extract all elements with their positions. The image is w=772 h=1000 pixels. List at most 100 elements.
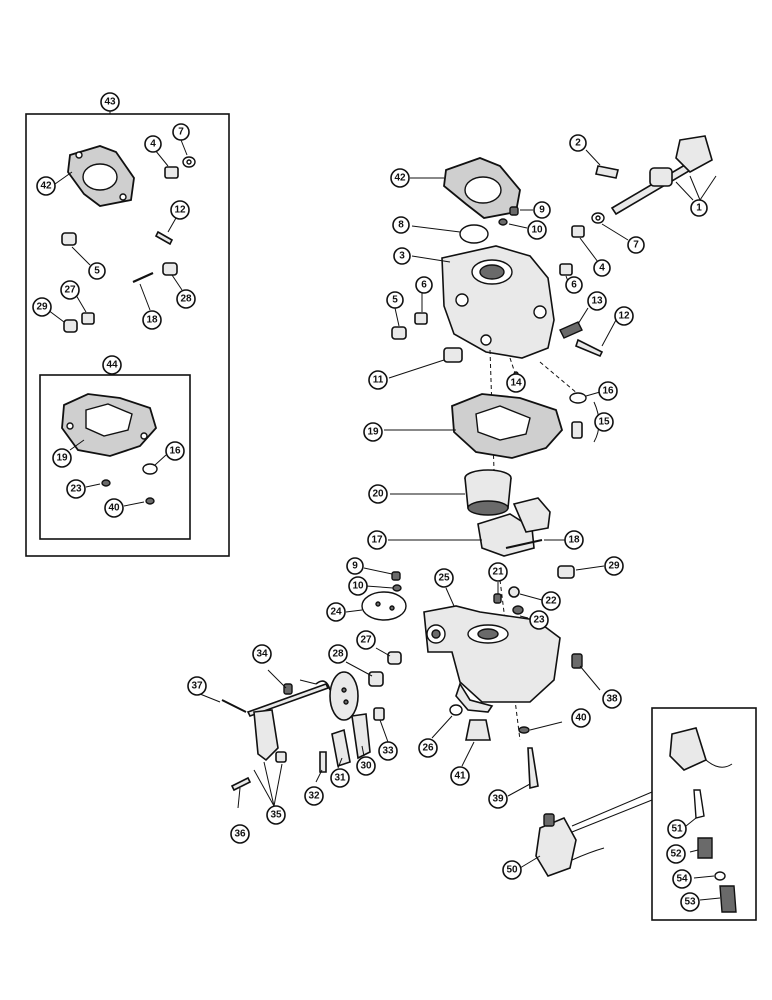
svg-text:12: 12 bbox=[174, 205, 186, 216]
callout-13: 13 bbox=[587, 291, 607, 311]
svg-text:3: 3 bbox=[399, 251, 405, 262]
svg-text:22: 22 bbox=[545, 596, 557, 607]
callout-9: 9 bbox=[533, 201, 551, 219]
callout-32: 32 bbox=[304, 786, 324, 806]
svg-text:24: 24 bbox=[330, 607, 342, 618]
callout-12-inset: 12 bbox=[170, 200, 190, 220]
callout-9b: 9 bbox=[346, 557, 364, 575]
callout-23-inset: 23 bbox=[66, 479, 86, 499]
callout-33: 33 bbox=[378, 741, 398, 761]
fuel-shutoff-solenoid bbox=[535, 816, 577, 877]
callout-24: 24 bbox=[326, 602, 346, 622]
callout-27: 27 bbox=[356, 630, 376, 650]
callout-labels: 43 44 42 4 7 12 5 27 28 18 29 19 16 23 4… bbox=[32, 92, 708, 912]
svg-text:44: 44 bbox=[106, 360, 118, 371]
callout-42: 42 bbox=[390, 168, 410, 188]
callout-18-inset: 18 bbox=[142, 310, 162, 330]
svg-text:40: 40 bbox=[108, 503, 120, 514]
svg-text:13: 13 bbox=[591, 296, 603, 307]
svg-text:26: 26 bbox=[422, 743, 434, 754]
callout-34: 34 bbox=[252, 644, 272, 664]
svg-text:7: 7 bbox=[633, 240, 639, 251]
callout-10: 10 bbox=[527, 220, 547, 240]
callout-10b: 10 bbox=[348, 576, 368, 596]
svg-text:27: 27 bbox=[64, 285, 76, 296]
throttle-body bbox=[441, 245, 555, 359]
svg-text:12: 12 bbox=[618, 311, 630, 322]
throttle-lever bbox=[253, 709, 279, 762]
callout-50: 50 bbox=[502, 860, 522, 880]
callout-19-inset: 19 bbox=[52, 448, 72, 468]
svg-text:38: 38 bbox=[606, 694, 618, 705]
svg-text:41: 41 bbox=[454, 771, 466, 782]
callout-7-inset: 7 bbox=[172, 123, 190, 141]
svg-text:28: 28 bbox=[332, 649, 344, 660]
svg-text:1: 1 bbox=[696, 203, 702, 214]
svg-text:16: 16 bbox=[602, 386, 614, 397]
svg-text:33: 33 bbox=[382, 746, 394, 757]
svg-text:25: 25 bbox=[438, 573, 450, 584]
svg-text:31: 31 bbox=[334, 773, 346, 784]
svg-text:32: 32 bbox=[308, 791, 320, 802]
callout-53: 53 bbox=[680, 892, 700, 912]
svg-text:10: 10 bbox=[352, 581, 364, 592]
callout-29-inset: 29 bbox=[32, 297, 52, 317]
callout-40-inset: 40 bbox=[104, 498, 124, 518]
callout-23: 23 bbox=[529, 610, 549, 630]
callout-7: 7 bbox=[627, 236, 645, 254]
callout-6: 6 bbox=[415, 276, 433, 294]
svg-text:43: 43 bbox=[104, 97, 116, 108]
svg-text:18: 18 bbox=[568, 535, 580, 546]
svg-text:17: 17 bbox=[371, 535, 383, 546]
svg-text:20: 20 bbox=[372, 489, 384, 500]
callout-15: 15 bbox=[594, 412, 614, 432]
callout-1: 1 bbox=[690, 199, 708, 217]
callout-42-inset: 42 bbox=[36, 176, 56, 196]
callout-4: 4 bbox=[593, 259, 611, 277]
callout-51: 51 bbox=[667, 819, 687, 839]
svg-text:6: 6 bbox=[571, 280, 577, 291]
callout-26: 26 bbox=[418, 738, 438, 758]
callout-30: 30 bbox=[356, 756, 376, 776]
svg-text:14: 14 bbox=[510, 378, 522, 389]
svg-text:42: 42 bbox=[40, 181, 52, 192]
svg-text:52: 52 bbox=[670, 849, 682, 860]
kit-inset-43 bbox=[25, 110, 230, 557]
svg-text:2: 2 bbox=[575, 138, 581, 149]
svg-text:19: 19 bbox=[367, 427, 379, 438]
svg-text:11: 11 bbox=[373, 375, 384, 386]
svg-text:39: 39 bbox=[492, 794, 504, 805]
svg-text:37: 37 bbox=[191, 681, 203, 692]
callout-36: 36 bbox=[230, 824, 250, 844]
svg-text:5: 5 bbox=[392, 295, 398, 306]
svg-text:27: 27 bbox=[360, 635, 372, 646]
callout-16: 16 bbox=[598, 381, 618, 401]
callout-31: 31 bbox=[330, 768, 350, 788]
svg-text:54: 54 bbox=[676, 874, 688, 885]
solenoid-detail-inset bbox=[651, 707, 757, 921]
callout-43: 43 bbox=[100, 92, 120, 112]
throttle-plate bbox=[329, 671, 359, 721]
callout-35: 35 bbox=[266, 805, 286, 825]
svg-text:18: 18 bbox=[146, 315, 158, 326]
svg-text:23: 23 bbox=[70, 484, 82, 495]
svg-text:29: 29 bbox=[608, 561, 620, 572]
callout-28: 28 bbox=[328, 644, 348, 664]
callout-44: 44 bbox=[102, 355, 122, 375]
callout-2: 2 bbox=[569, 134, 587, 152]
callout-11: 11 bbox=[368, 370, 388, 390]
svg-text:28: 28 bbox=[180, 294, 192, 305]
callout-8: 8 bbox=[392, 216, 410, 234]
svg-text:16: 16 bbox=[169, 446, 181, 457]
callout-17: 17 bbox=[367, 530, 387, 550]
svg-text:9: 9 bbox=[539, 205, 545, 216]
svg-text:30: 30 bbox=[360, 761, 372, 772]
callout-27-inset: 27 bbox=[60, 280, 80, 300]
main-assembly bbox=[199, 135, 757, 921]
svg-text:5: 5 bbox=[94, 266, 100, 277]
callout-21: 21 bbox=[488, 562, 508, 582]
svg-text:40: 40 bbox=[575, 713, 587, 724]
svg-text:6: 6 bbox=[421, 280, 427, 291]
callout-20: 20 bbox=[368, 484, 388, 504]
